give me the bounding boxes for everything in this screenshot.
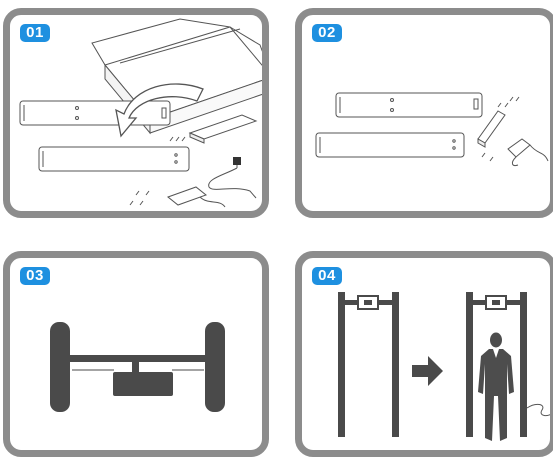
remote-control-icon — [507, 138, 549, 162]
step-01-panel: 01 — [3, 8, 269, 218]
door-panel-icon — [205, 322, 225, 412]
crossbar-icon — [188, 114, 258, 144]
remote-control-icon — [166, 186, 226, 208]
door-panel-icon — [19, 100, 171, 126]
gate-frame-icon — [466, 292, 527, 437]
cable-icon — [208, 157, 257, 199]
unpacking-illustration — [19, 18, 262, 208]
person-silhouette-icon — [478, 332, 514, 441]
curved-arrow-icon — [115, 83, 204, 138]
gate-frame-icon — [338, 292, 399, 437]
crossbar-icon — [68, 355, 207, 362]
door-panel-icon — [50, 322, 70, 412]
screw-icon — [129, 136, 186, 206]
screw-icon — [481, 96, 520, 162]
control-box-icon — [233, 157, 241, 165]
door-panel-icon — [38, 146, 190, 172]
step-04-badge: 04 — [312, 267, 342, 285]
step-04-panel: 04 — [295, 251, 553, 457]
step-02-panel: 02 — [295, 8, 553, 218]
frame-assembly-illustration — [50, 322, 225, 412]
parts-layout-illustration — [315, 92, 549, 166]
step-02-badge: 02 — [312, 24, 342, 42]
door-panel-icon — [335, 92, 483, 118]
step-03-panel: 03 — [3, 251, 269, 457]
control-box-icon — [113, 372, 173, 396]
door-panel-icon — [315, 132, 465, 158]
walk-through-illustration — [338, 292, 550, 441]
cable-icon — [526, 403, 550, 417]
step-03-badge: 03 — [20, 267, 50, 285]
step-01-badge: 01 — [20, 24, 50, 42]
cable-icon — [511, 156, 519, 166]
right-arrow-icon — [412, 356, 443, 386]
crossbar-icon — [477, 110, 506, 148]
